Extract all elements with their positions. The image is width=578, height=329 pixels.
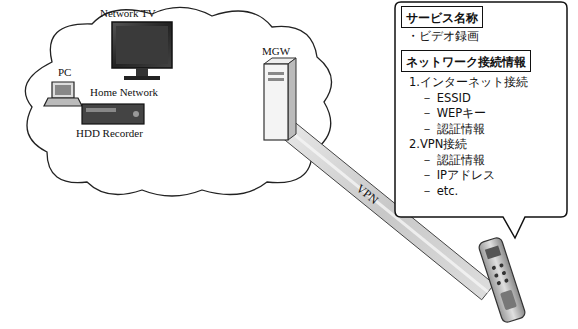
info-item: － IPアドレス (421, 168, 495, 183)
device-label: MGW (262, 45, 290, 57)
info-item: － etc. (421, 184, 458, 199)
speech-bubble: ・ビデオ録画1.インターネット接続－ ESSID－ WEPキー－ 認証情報2.V… (395, 2, 567, 217)
heading-box: サービス名称 (401, 6, 483, 28)
device-label: Network TV (100, 7, 156, 19)
info-item: － ESSID (421, 91, 471, 106)
info-item: 2.VPN接続 (409, 137, 467, 152)
device-label: HDD Recorder (76, 127, 143, 139)
cloud-region: Home Network (12, 2, 342, 202)
info-item: － WEPキー (421, 106, 486, 121)
info-item: ・ビデオ録画 (407, 29, 479, 44)
heading-text: ネットワーク接続情報 (406, 55, 526, 69)
heading-text: サービス名称 (406, 11, 478, 25)
info-item: － 認証情報 (421, 153, 485, 168)
info-item: 1.インターネット接続 (409, 75, 528, 90)
info-item: － 認証情報 (421, 122, 485, 137)
cloud-outline (12, 2, 342, 202)
network-name: Home Network (90, 86, 158, 98)
heading-box: ネットワーク接続情報 (401, 50, 531, 72)
device-label: PC (58, 66, 71, 78)
